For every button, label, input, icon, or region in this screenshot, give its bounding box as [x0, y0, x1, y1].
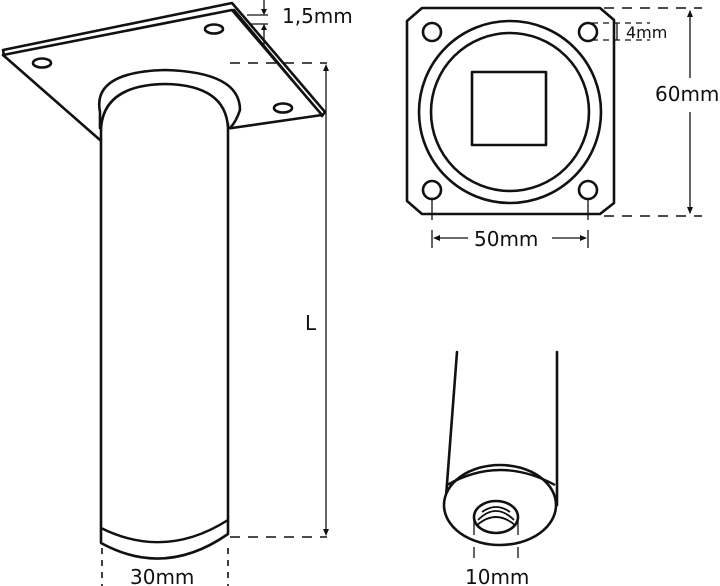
hole-spacing-label: 50mm: [474, 227, 538, 251]
plate-hole: [203, 23, 225, 35]
plate-top-view: 4mm 60mm 50mm: [405, 6, 719, 251]
plate-hole: [272, 102, 294, 114]
diameter-label: 30mm: [130, 565, 194, 586]
length-label: L: [305, 311, 317, 335]
tube-top-rim: [99, 82, 230, 130]
tube-square-socket: [470, 70, 548, 147]
tube-bottom-cap-line: [100, 518, 229, 544]
plate-height-label: 60mm: [655, 82, 719, 106]
thread-detail-view: 10mm: [442, 350, 559, 586]
perspective-leg-view: 1,5mm L 30mm: [1, 0, 353, 586]
plate-hole: [421, 21, 443, 43]
plate-hole: [577, 179, 599, 201]
hole-diameter-label: 4mm: [626, 23, 667, 42]
plate-hole: [577, 21, 599, 43]
plate-thickness-label: 1,5mm: [282, 4, 353, 28]
tube-body: [99, 122, 230, 560]
plate-hole: [31, 57, 53, 69]
plate-hole: [421, 179, 443, 201]
thread-label: 10mm: [465, 565, 529, 586]
